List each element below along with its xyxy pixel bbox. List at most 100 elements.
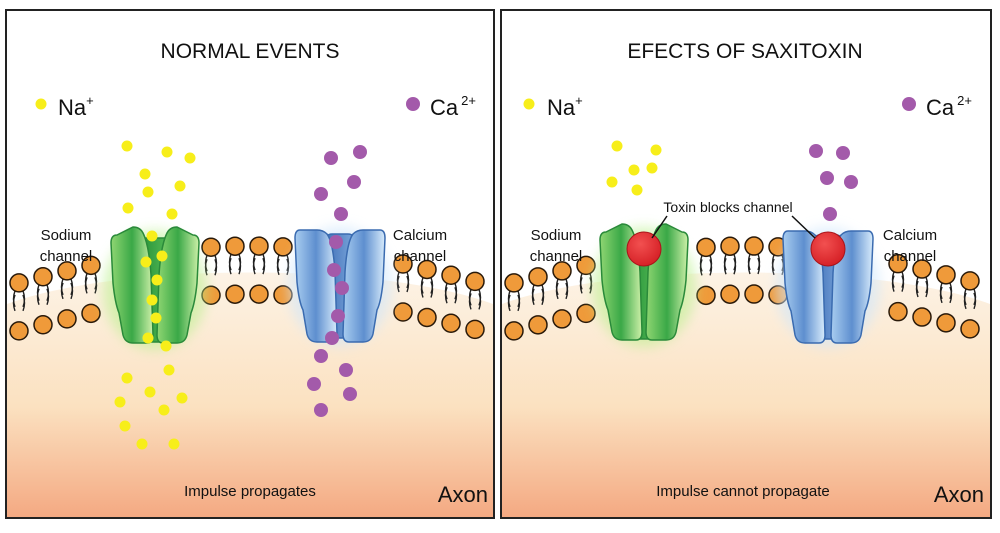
sodium-ion <box>144 386 156 398</box>
calcium-ion <box>339 363 353 377</box>
calcium-ion <box>809 144 823 158</box>
lipid-head <box>552 261 572 281</box>
sodium-channel <box>103 226 207 350</box>
lipid-head <box>912 259 932 279</box>
lipid-head <box>744 284 764 304</box>
calcium-channel-label-line2: channel <box>394 248 447 265</box>
sodium-ion <box>611 140 623 152</box>
sodium-ion <box>122 202 134 214</box>
panel-title: NORMAL EVENTS <box>161 40 340 63</box>
sodium-channel-label-line1: Sodium <box>531 227 582 244</box>
lipid-head <box>888 253 908 274</box>
lipid-head <box>696 237 716 258</box>
sodium-ion <box>184 152 196 164</box>
calcium-ion <box>343 387 357 401</box>
lipid-head <box>33 315 53 335</box>
lipid-head <box>393 254 413 274</box>
lipid-head <box>33 267 53 287</box>
calcium-ions <box>307 145 367 417</box>
calcium-ion <box>335 281 349 295</box>
calcium-ions <box>809 144 858 221</box>
lipid-head <box>576 303 596 324</box>
sodium-ion <box>121 140 133 152</box>
impulse-status: Impulse propagates <box>184 483 316 500</box>
sodium-ion <box>168 438 180 450</box>
calcium-ion <box>844 175 858 189</box>
calcium-ion <box>314 349 328 363</box>
sodium-ion <box>163 364 175 376</box>
sodium-ion <box>140 256 152 268</box>
sodium-ion <box>650 144 662 156</box>
calcium-ion <box>331 309 345 323</box>
axon-label: Axon <box>438 482 488 507</box>
lipid-head <box>393 302 413 322</box>
calcium-ion <box>836 146 850 160</box>
sodium-channel-label-line2: channel <box>530 248 583 265</box>
lipid-head <box>81 303 101 324</box>
toxin-leader-line <box>791 215 816 239</box>
sodium-ion <box>166 208 178 220</box>
impulse-status: Impulse cannot propagate <box>656 483 829 500</box>
calcium-ion <box>347 175 361 189</box>
sodium-legend-dot <box>35 98 47 110</box>
axon-cytoplasm <box>7 272 493 517</box>
lipid-head <box>960 319 980 339</box>
sodium-ion <box>156 250 168 262</box>
lipid-bilayer <box>9 236 485 341</box>
lipid-head <box>57 261 77 281</box>
sodium-ions <box>114 140 196 450</box>
lipid-head <box>417 307 437 328</box>
lipid-head <box>528 315 548 335</box>
lipid-head <box>528 267 548 287</box>
sodium-ion <box>174 180 186 192</box>
sodium-legend-dot <box>523 98 535 110</box>
lipid-head <box>441 265 461 286</box>
lipid-head <box>504 321 524 341</box>
sodium-ion <box>136 438 148 450</box>
sodium-ion <box>160 340 172 352</box>
toxin-molecule <box>810 231 846 267</box>
sodium-ion <box>146 230 158 242</box>
lipid-head <box>504 273 524 293</box>
sodium-ion <box>142 332 154 344</box>
sodium-ion <box>142 186 154 198</box>
lipid-head <box>249 284 269 304</box>
toxin-leader-line <box>651 215 668 239</box>
lipid-head <box>696 285 716 306</box>
calcium-ion <box>325 331 339 345</box>
lipid-head <box>9 273 29 293</box>
lipid-head <box>57 309 77 329</box>
sodium-ion <box>176 392 188 404</box>
lipid-head <box>81 255 101 276</box>
lipid-head <box>960 271 980 291</box>
lipid-head <box>225 236 245 256</box>
panel-title: EFECTS OF SAXITOXIN <box>627 40 862 63</box>
sodium-ion <box>119 420 131 432</box>
calcium-ion <box>823 207 837 221</box>
lipid-head <box>249 236 269 256</box>
axon-label: Axon <box>934 482 984 507</box>
calcium-ion <box>329 235 343 249</box>
sodium-ion <box>146 294 158 306</box>
lipid-head <box>936 313 956 333</box>
lipid-head <box>465 271 485 292</box>
calcium-ion <box>353 145 367 159</box>
calcium-channel-label-line2: channel <box>884 248 937 265</box>
lipid-head <box>720 284 740 304</box>
sodium-ion <box>628 164 640 176</box>
calcium-ion <box>324 151 338 165</box>
lipid-bilayer <box>504 236 980 341</box>
lipid-head <box>441 313 461 334</box>
calcium-channel-label-line1: Calcium <box>393 227 447 244</box>
calcium-ion <box>334 207 348 221</box>
lipid-head <box>417 259 437 280</box>
lipid-head <box>9 321 29 341</box>
lipid-head <box>888 301 908 322</box>
toxin-label: Toxin blocks channel <box>663 199 792 215</box>
calcium-ion <box>307 377 321 391</box>
lipid-head <box>552 309 572 329</box>
sodium-ion <box>646 162 658 174</box>
calcium-channel <box>776 227 880 347</box>
